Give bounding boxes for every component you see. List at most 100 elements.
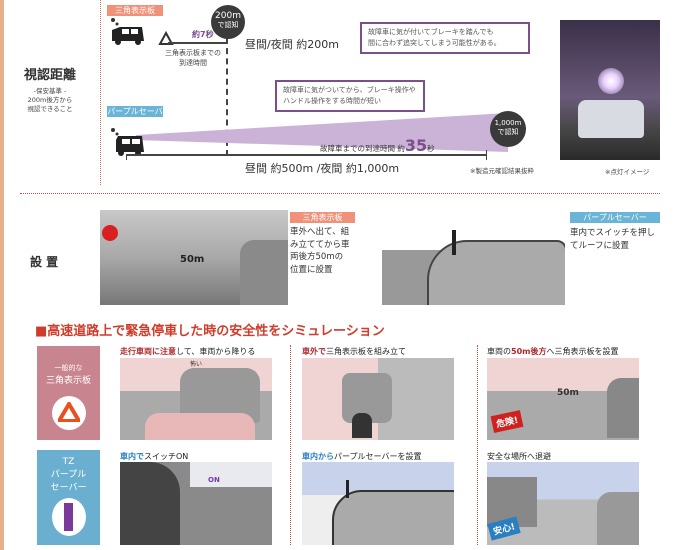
text-line: 車外へ出て、組 (290, 227, 350, 237)
divider (100, 0, 101, 185)
reach-line: 到達時間 (179, 59, 207, 67)
time-value: 35 (404, 136, 428, 155)
sub-line: 視認できること (27, 105, 73, 113)
caption-rest: 三角表示板を組み立て (326, 347, 406, 356)
callout-line: 間に合わず追突してしまう可能性がある。 (368, 39, 501, 47)
simulation-title: ■高速道路上で緊急停車した時の安全性をシミュレーション (35, 324, 385, 339)
purple-saver-icon (51, 498, 86, 536)
left-border (0, 0, 4, 550)
step-photo: 怖い (120, 358, 272, 440)
alert-icon (102, 225, 118, 241)
step-photo (302, 358, 454, 440)
text-line: 両後方50mの (290, 252, 344, 262)
step-caption: 安全な場所へ退避 (487, 451, 551, 462)
step-photo (302, 462, 454, 545)
car-icon (111, 18, 174, 45)
car-shape (427, 240, 565, 305)
reach-label: 三角表示板までの 到達時間 (160, 48, 226, 68)
label-line: セーバー (50, 483, 87, 493)
caption-hl: 車内で (120, 452, 144, 461)
light-glow (598, 68, 624, 94)
row-label-purple: TZ パープル セーバー (37, 450, 100, 545)
caption-rest: へ三角表示板を設置 (546, 347, 619, 356)
caption-hl: 走行車両に注意 (120, 347, 176, 356)
circle-200m: 200m で認知 (211, 5, 245, 39)
caption-rest: して、車両から降りる (176, 347, 256, 356)
line (168, 42, 228, 44)
text-line: 位置に設置 (290, 264, 333, 275)
caption-rest: パープルセーバーを設置 (334, 452, 422, 461)
car-shape (145, 413, 255, 440)
time-prefix: 故障車までの到達時間 約 (320, 144, 405, 153)
time-unit: 秒 (427, 144, 435, 153)
step-caption: 車外で三角表示板を組み立て (302, 346, 406, 357)
step-photo: ON (120, 462, 272, 545)
section-title: 視認距離 (23, 68, 76, 83)
step-photo: 安心! (487, 462, 639, 545)
distance-200m: 昼間/夜間 約200m (245, 38, 339, 51)
footnote: ※製造元確認結果抜粋 (470, 167, 534, 175)
label-line: 三角表示板 (45, 376, 91, 386)
step-photo: 50m 危険! (487, 358, 639, 440)
triangle-icon (51, 396, 86, 430)
caption-hl: 車内から (302, 452, 334, 461)
callout-line: 故障車に気が付いてブレーキを踏んでも (368, 28, 494, 36)
triangle-tag: 三角表示板 (107, 5, 163, 16)
divider (290, 345, 291, 545)
triangle-icon (158, 30, 174, 45)
circle-text: で認知 (497, 128, 519, 136)
divider (477, 345, 478, 545)
person (120, 462, 180, 545)
label-line: 一般的な (54, 364, 83, 372)
separator (20, 193, 660, 194)
car-shape (240, 240, 288, 305)
install-triangle-text: 車外へ出て、組 み立ててから車 両後方50mの 位置に設置 (290, 226, 350, 276)
time-7s: 約7秒 (192, 30, 214, 39)
caption-rest: スイッチON (144, 452, 189, 461)
circle-text: 1,000m (494, 119, 522, 127)
label-line: パープル (50, 470, 87, 480)
caption-pre: 車両の (487, 347, 511, 356)
install-triangle-tag: 三角表示板 (290, 212, 355, 223)
danger-badge: 危険! (490, 410, 524, 433)
car-shape (332, 490, 454, 545)
caption-hl: 車外で (302, 347, 326, 356)
section-sub: -保安基準 - 200m後方から 視認できること (20, 87, 80, 114)
dashed-line (226, 38, 228, 156)
sub-line: 200m後方から (27, 96, 73, 104)
purple-install-photo (382, 210, 565, 305)
install-purple-text: 車内でスイッチを押し てルーフに設置 (570, 227, 655, 252)
on-badge: ON (208, 476, 220, 484)
step-caption: 走行車両に注意して、車両から降りる (120, 346, 255, 357)
triangle-install-photo: 50m (100, 210, 288, 305)
circle-1000m: 1,000m で認知 (490, 111, 526, 147)
install-purple-tag: パープルセーバー (570, 212, 660, 223)
text-line: 車内でスイッチを押し (570, 228, 656, 238)
callout-purple: 故障車に気がついてから、ブレーキ操作や ハンドル操作をする時間が短い (275, 80, 425, 112)
purple-saver (346, 480, 349, 498)
install-label: 設 置 (30, 255, 59, 269)
step-caption: 車内からパープルセーバーを設置 (302, 451, 421, 462)
text-line: てルーフに設置 (570, 240, 629, 251)
step-caption: 車両の50m後方へ三角表示板を設置 (487, 346, 618, 357)
distance-1000m: 昼間 約500m /夜間 約1,000m (245, 162, 400, 175)
person (352, 413, 372, 438)
car-shape (607, 378, 639, 438)
photo-caption: ※点灯イメージ (605, 168, 650, 176)
callout-line: 故障車に気がついてから、ブレーキ操作や (283, 86, 416, 94)
product-photo (560, 20, 660, 160)
caption-hl: 50m後方 (511, 347, 547, 356)
reach-line: 三角表示板までの (165, 49, 221, 57)
circle-text: で認知 (217, 21, 239, 29)
purple-tag: パープルセーバー (107, 106, 163, 127)
visibility-wedge (111, 113, 508, 160)
callout-line: ハンドル操作をする時間が短い (283, 97, 381, 105)
car-shape (578, 100, 644, 138)
bubble: 怖い (190, 361, 203, 368)
text-line: み立ててから車 (290, 239, 350, 250)
car-shape (597, 492, 639, 545)
sub-line: -保安基準 - (33, 87, 67, 95)
label-line: TZ (62, 457, 75, 467)
arrival-time: 故障車までの到達時間 約35秒 (320, 136, 435, 155)
visibility-label: 視認距離 -保安基準 - 200m後方から 視認できること (20, 64, 80, 114)
